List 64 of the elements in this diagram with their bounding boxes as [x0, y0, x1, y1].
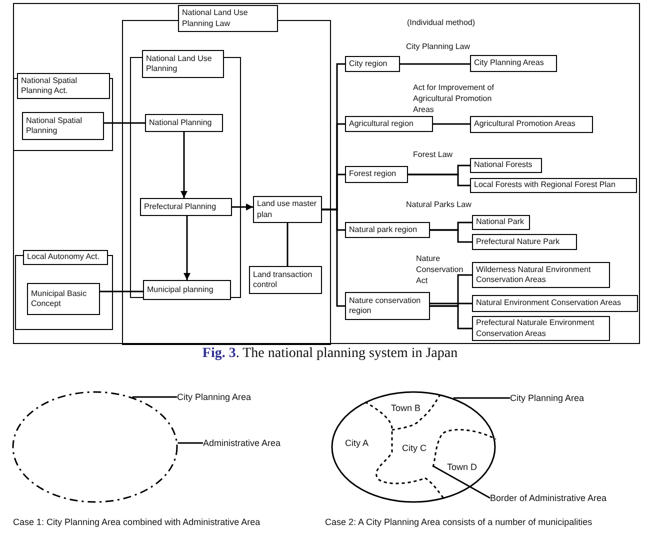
- connector-line: [408, 174, 470, 186]
- leader-line: [453, 397, 510, 399]
- arrow: [232, 204, 253, 210]
- law-note: City Planning Law: [406, 42, 470, 53]
- group-frame: [15, 250, 113, 330]
- leader-line: [178, 442, 203, 444]
- leader-line: [432, 465, 490, 499]
- law-title-box: National Land Use Planning: [142, 50, 224, 78]
- group-frame: [122, 20, 331, 345]
- case-caption: Case 2: A City Planning Area consists of a number of municipalities: [325, 516, 592, 528]
- connector-line: [322, 208, 345, 307]
- arrow: [180, 132, 188, 198]
- area-ellipse: [12, 391, 178, 503]
- group-frame: [130, 57, 241, 298]
- plan-box: Land transaction control: [249, 266, 322, 294]
- law-note: Nature Conservation Act: [416, 254, 464, 286]
- plan-box: National Forests: [470, 158, 542, 173]
- plan-box: Agricultural region: [345, 116, 433, 132]
- law-note: Natural Parks Law: [406, 200, 472, 211]
- plan-box: Wilderness Natural Environment Conservation Areas: [472, 262, 610, 288]
- law-note: Forest Law: [413, 150, 453, 161]
- plan-box: Land use master plan: [253, 196, 322, 223]
- plan-box: Municipal planning: [143, 280, 231, 300]
- plan-box: National Planning: [145, 114, 223, 132]
- municipality-label: City C: [402, 442, 426, 454]
- plan-box: Prefectural Nature Park: [472, 234, 577, 250]
- plan-box: Forest region: [345, 166, 408, 183]
- plan-box: Nature conservation region: [345, 292, 430, 320]
- plan-box: National Spatial Planning: [22, 112, 104, 140]
- connector-line: [104, 122, 145, 124]
- law-note: Act for Improvement of Agricultural Promotion Areas: [413, 83, 495, 116]
- connector-line: [430, 305, 472, 330]
- callout-text: Border of Administrative Area: [490, 491, 630, 505]
- connector-line: [400, 63, 470, 65]
- plan-box: City region: [345, 56, 400, 72]
- law-title-box: Local Autonomy Act.: [23, 250, 108, 265]
- law-title-box: National Spatial Planning Act.: [17, 73, 110, 99]
- municipality-label: City A: [345, 437, 369, 450]
- law-note: (Individual method): [407, 18, 476, 29]
- plan-box: Prefectural Planning: [140, 198, 232, 216]
- municipality-label: Town D: [447, 461, 478, 474]
- callout-text: City Planning Area: [177, 390, 277, 404]
- plan-box: Natural park region: [345, 222, 430, 238]
- plan-box: Municipal Basic Concept: [27, 283, 100, 315]
- law-title-box: National Land Use Planning Law: [178, 5, 278, 32]
- plan-box: Natural Environment Conservation Areas: [472, 295, 638, 312]
- plan-box: National Park: [472, 215, 530, 230]
- group-frame: [13, 73, 113, 151]
- arrow: [184, 216, 190, 280]
- connector-line: [430, 229, 472, 243]
- connector-line: [286, 223, 288, 266]
- callout-text: Administrative Area: [203, 436, 303, 450]
- municipality-label: Town B: [391, 402, 421, 414]
- plan-box: City Planning Areas: [470, 55, 557, 72]
- plan-box: Agricultural Promotion Areas: [470, 116, 593, 133]
- plan-box: Local Forests with Regional Forest Plan: [470, 178, 637, 193]
- connector-line: [433, 123, 470, 125]
- connector-line: [100, 290, 143, 292]
- figure-caption: Fig. 3. The national planning system in Japan: [202, 346, 458, 361]
- plan-box: Prefectural Naturale Environment Conservation Areas: [472, 316, 610, 341]
- case-caption: Case 1: City Planning Area combined with Administrative Area: [13, 516, 260, 528]
- leader-line: [132, 396, 177, 398]
- connector-line: [430, 302, 472, 304]
- callout-text: City Planning Area: [510, 391, 610, 405]
